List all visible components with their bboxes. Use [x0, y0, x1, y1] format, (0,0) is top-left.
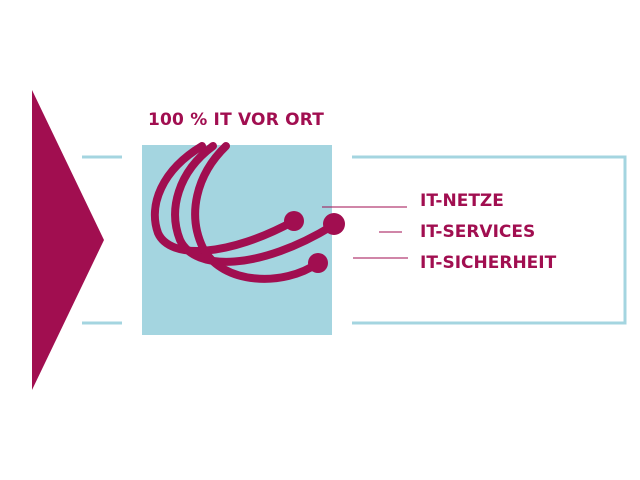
arc-middle	[171, 142, 336, 266]
frame-lines	[82, 155, 627, 325]
label-it-netze: IT-NETZE	[420, 191, 504, 211]
arc-outer	[150, 142, 298, 255]
leader-lines	[322, 206, 408, 259]
frame-bracket-right	[352, 155, 627, 325]
arc-inner	[191, 142, 322, 283]
arc-dot-2	[323, 213, 345, 235]
arc-end-dots	[284, 211, 345, 273]
connection-arcs-icon	[150, 142, 336, 283]
arc-dot-3	[308, 253, 328, 273]
arc-dot-1	[284, 211, 304, 231]
chevron-right-icon	[32, 90, 104, 390]
label-it-services: IT-SERVICES	[420, 222, 536, 242]
headline-text: 100 % IT VOR ORT	[148, 110, 325, 130]
label-it-sicherheit: IT-SICHERHEIT	[420, 253, 557, 273]
